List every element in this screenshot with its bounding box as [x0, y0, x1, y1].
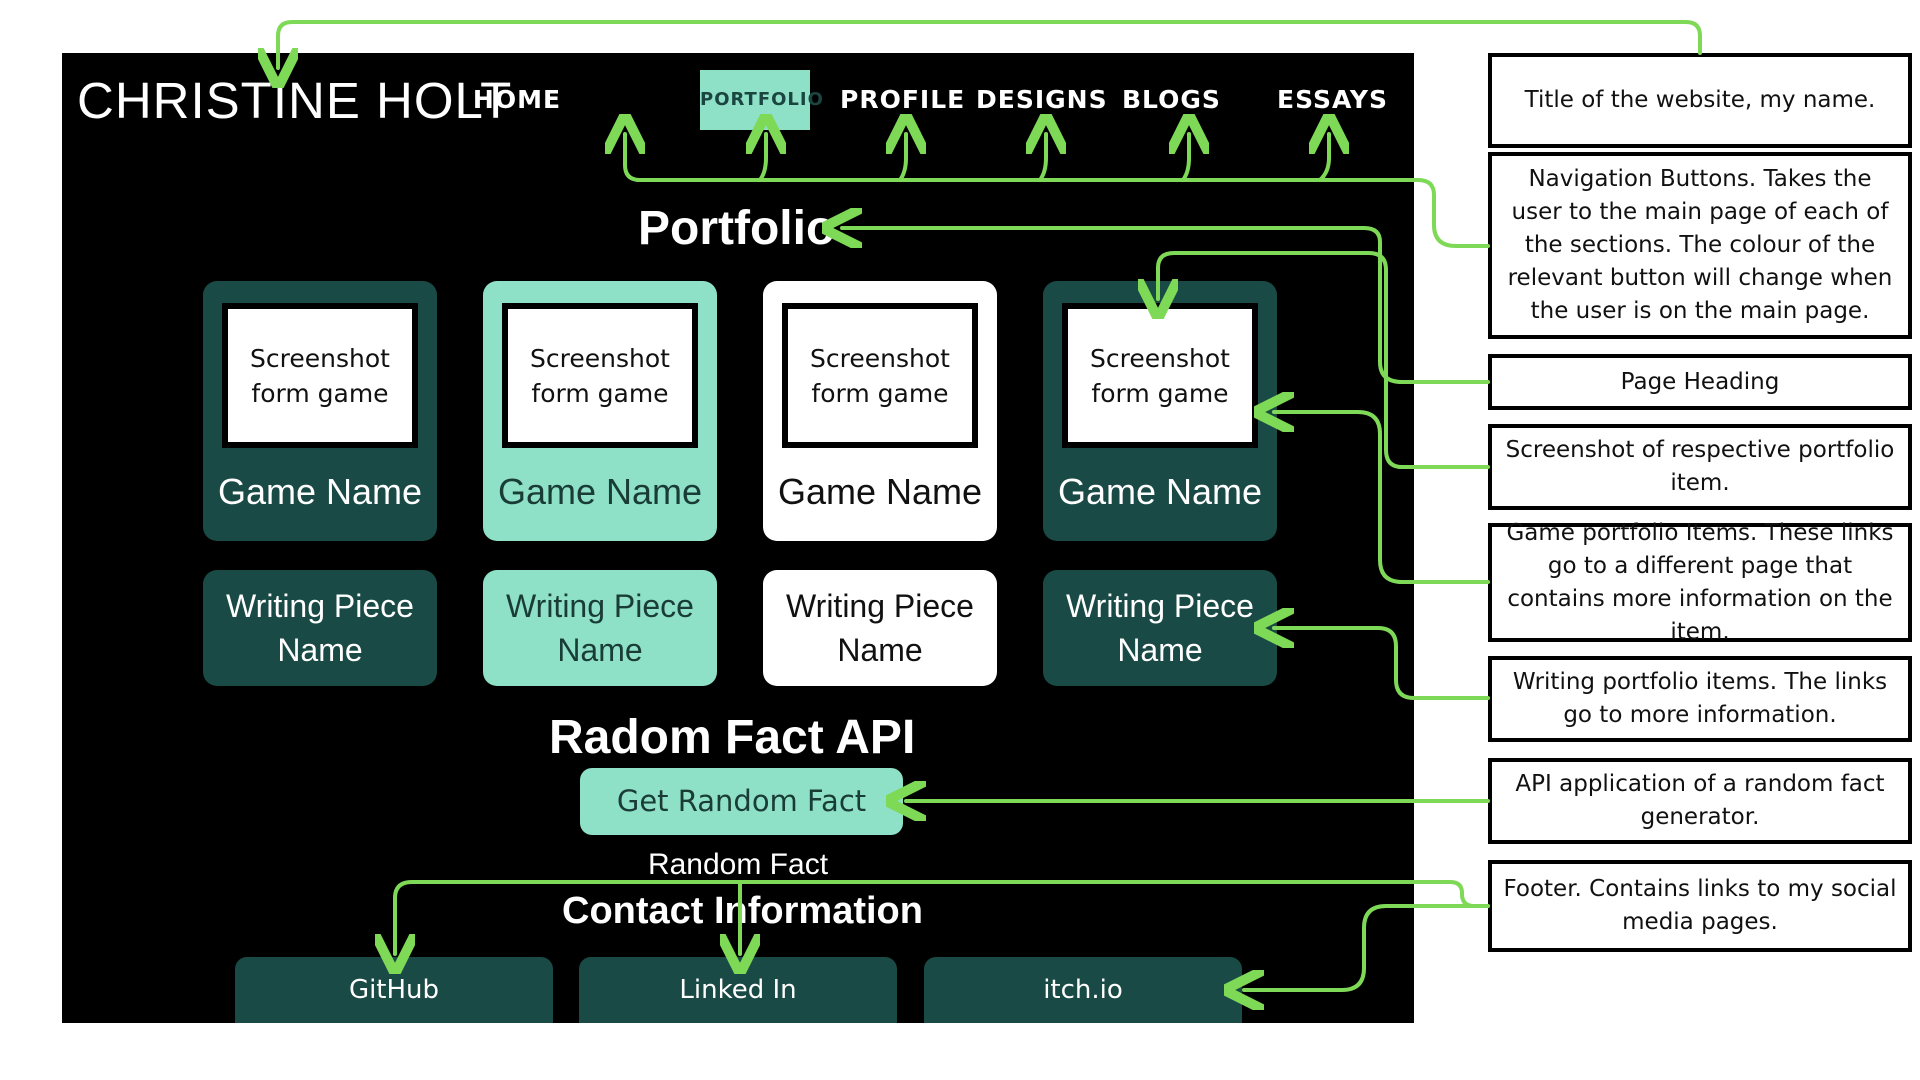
annotation-api: API application of a random fact generat… [1488, 758, 1912, 844]
arrow-nav-portfolio [760, 134, 766, 182]
game-screenshot: Screenshot form game [222, 303, 418, 448]
arrow-writing-items [1274, 628, 1490, 700]
game-name: Game Name [777, 471, 983, 512]
writing-item[interactable]: Writing Piece Name [1043, 570, 1277, 686]
annotation-footer: Footer. Contains links to my social medi… [1488, 860, 1912, 952]
nav-portfolio-button[interactable]: PORTFOLIO [700, 70, 823, 130]
annotation-game-items: Game portfolio Items. These links go to … [1488, 520, 1912, 645]
arrow-game-items [1274, 412, 1490, 584]
game-screenshot: Screenshot form game [782, 303, 978, 448]
annotation-screenshot: Screenshot of respective portfolio item. [1488, 424, 1912, 510]
arrow-nav-blogs [1183, 134, 1189, 182]
game-name: Game Name [497, 471, 703, 512]
arrow-nav-designs [1040, 134, 1046, 182]
arrow-nav-trunk [625, 134, 1490, 248]
nav-home-button[interactable]: HOME [472, 85, 562, 114]
page-heading: Portfolio [638, 202, 836, 255]
game-item[interactable]: Screenshot form game Game Name [483, 281, 717, 541]
game-item[interactable]: Screenshot form game Game Name [1043, 281, 1277, 541]
nav-essays-button[interactable]: ESSAYS [1277, 85, 1389, 114]
arrow-footer-itchio [1244, 904, 1490, 990]
arrow-page-heading [842, 228, 1490, 384]
nav-blogs-button[interactable]: BLOGS [1122, 85, 1221, 114]
writing-item[interactable]: Writing Piece Name [203, 570, 437, 686]
game-item[interactable]: Screenshot form game Game Name [203, 281, 437, 541]
random-fact-text: Random Fact [647, 848, 829, 881]
arrow-screenshot [1158, 251, 1490, 469]
writing-item[interactable]: Writing Piece Name [483, 570, 717, 686]
api-heading: Radom Fact API [549, 711, 916, 764]
get-random-fact-button[interactable]: Get Random Fact [580, 768, 903, 835]
nav-designs-button[interactable]: DESIGNS [976, 85, 1108, 114]
annotation-title: Title of the website, my name. [1488, 53, 1912, 148]
contact-heading: Contact Information [562, 890, 923, 932]
website-mockup: CHRISTINE HOLT HOME PORTFOLIO PROFILE DE… [62, 53, 1414, 1023]
itchio-link[interactable]: itch.io [924, 957, 1242, 1023]
nav-bar: HOME PORTFOLIO PROFILE DESIGNS BLOGS ESS… [62, 70, 1414, 134]
game-screenshot: Screenshot form game [1062, 303, 1258, 448]
game-screenshot: Screenshot form game [502, 303, 698, 448]
annotation-writing-items: Writing portfolio items. The links go to… [1488, 656, 1912, 742]
arrow-nav-profile [900, 134, 906, 182]
arrow-title [278, 20, 1702, 68]
annotation-navigation: Navigation Buttons. Takes the user to th… [1488, 152, 1912, 339]
game-name: Game Name [217, 471, 423, 512]
writing-item[interactable]: Writing Piece Name [763, 570, 997, 686]
annotation-page-heading: Page Heading [1488, 354, 1912, 410]
arrow-footer-trunk [395, 880, 1490, 954]
game-name: Game Name [1057, 471, 1263, 512]
nav-profile-button[interactable]: PROFILE [840, 85, 966, 114]
game-item[interactable]: Screenshot form game Game Name [763, 281, 997, 541]
arrow-nav-essays [1320, 134, 1329, 182]
